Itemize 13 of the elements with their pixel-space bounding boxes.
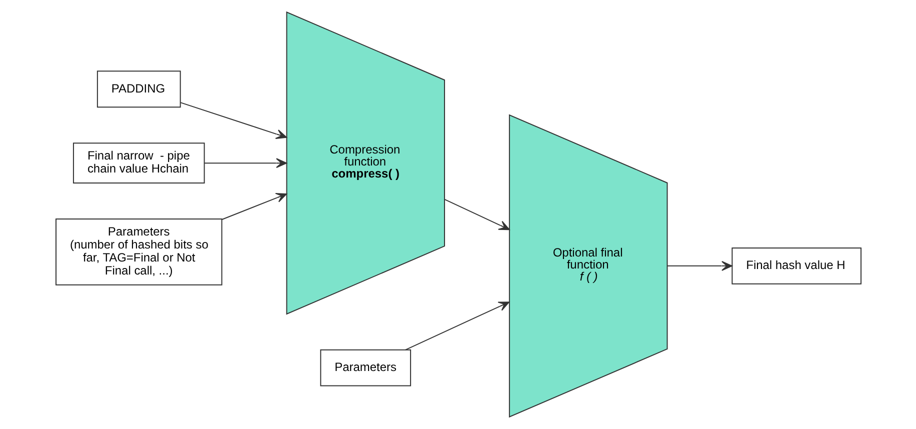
- arrow: [444, 198, 510, 230]
- arrow: [204, 158, 286, 168]
- node-box: Final hash value H: [731, 247, 861, 284]
- arrow: [666, 260, 732, 271]
- node-box: Optional final function f ( ): [508, 114, 668, 418]
- arrow: [180, 102, 286, 140]
- node-box: Compression function compress( ): [286, 11, 445, 315]
- arrow: [404, 302, 510, 350]
- arrow: [220, 192, 286, 220]
- node-box: Parameters: [320, 349, 411, 386]
- node-box: Parameters (number of hashed bits so far, TAG=Final or Not Final call, ...): [55, 218, 222, 286]
- node-box: PADDING: [96, 70, 180, 108]
- node-box: Final narrow - pipe chain value Hchain: [72, 142, 204, 184]
